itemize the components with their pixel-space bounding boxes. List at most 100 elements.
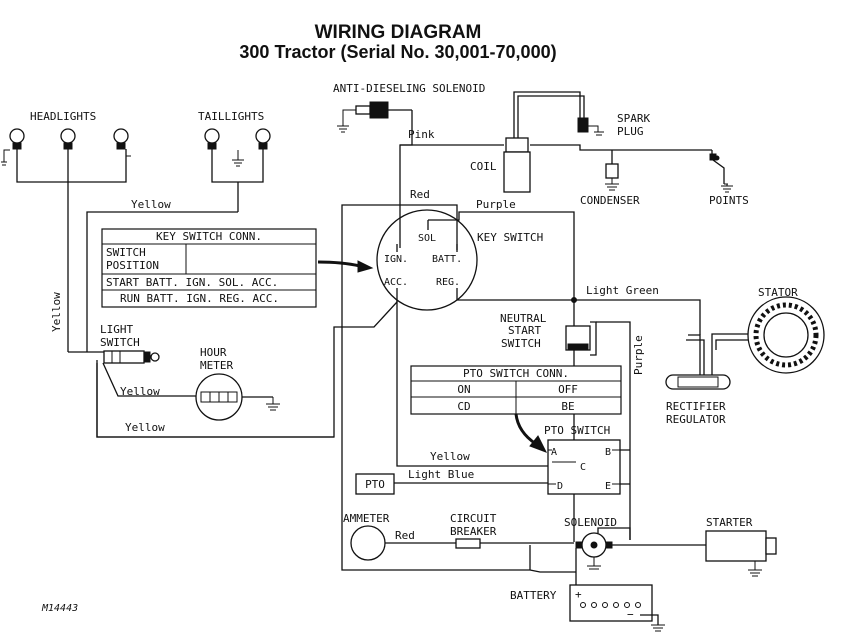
key-table-arrow: [317, 260, 374, 273]
purple-wire: [428, 211, 575, 542]
purple-wire-label: Purple: [476, 198, 516, 211]
neutral-label-2: START: [508, 324, 541, 337]
key-table-row-run: RUN BATT. IGN. REG. ACC.: [120, 292, 279, 305]
pto-terminal-e: E: [605, 481, 611, 492]
light-switch-label-1: LIGHT: [100, 323, 133, 336]
ammeter: AMMETER: [343, 512, 456, 561]
ign-to-pto-wire: [396, 300, 548, 467]
key-terminal-sol: SOL: [418, 233, 436, 244]
pto-terminal-d: D: [557, 481, 563, 492]
yellow-meter-wire: [102, 362, 196, 397]
yellow-pto-label: Yellow: [430, 450, 470, 463]
key-terminal-batt: BATT.: [432, 254, 462, 265]
headlights-label: HEADLIGHTS: [30, 110, 96, 123]
pto-table-on: ON: [457, 383, 470, 396]
rectifier-label-2: REGULATOR: [666, 413, 726, 426]
taillights-label: TAILLIGHTS: [198, 110, 264, 123]
pto-terminal-c: C: [580, 462, 586, 473]
coil-to-points-wire: [530, 144, 712, 151]
key-terminal-ign: IGN.: [384, 254, 408, 265]
anti-dieseling-label: ANTI-DIESELING SOLENOID: [333, 82, 485, 95]
coil: COIL: [470, 91, 585, 193]
headlights: HEADLIGHTS: [1, 110, 131, 352]
points: POINTS: [709, 150, 749, 207]
battery-label: BATTERY: [510, 589, 557, 602]
pto-clutch: PTO: [355, 473, 548, 495]
pto-terminal-a: A: [551, 447, 557, 458]
stator-label: STATOR: [758, 286, 798, 299]
rectifier-regulator: RECTIFIER REGULATOR: [665, 334, 731, 426]
figure-code: M14443: [41, 603, 78, 614]
acc-to-light-switch-wire: [96, 296, 398, 438]
pto-table-be: BE: [561, 400, 574, 413]
key-switch-table: KEY SWITCH CONN. SWITCH POSITION START B…: [101, 228, 317, 308]
points-label: POINTS: [709, 194, 749, 207]
breaker-label-1: CIRCUIT: [450, 512, 497, 525]
key-terminal-acc: ACC.: [384, 277, 408, 288]
light-switch-label-2: SWITCH: [100, 336, 140, 349]
stator: STATOR: [711, 286, 825, 374]
pto-table-title: PTO SWITCH CONN.: [463, 367, 569, 380]
taillights: TAILLIGHTS: [198, 110, 271, 212]
diagram-subtitle: 300 Tractor (Serial No. 30,001-70,000): [239, 42, 556, 62]
ammeter-to-battery-wire: [341, 545, 576, 573]
spark-plug: SPARK PLUG: [577, 112, 650, 138]
solenoid-label: SOLENOID: [564, 516, 617, 529]
yellow-top-label: Yellow: [131, 198, 171, 211]
circuit-breaker: CIRCUIT BREAKER: [450, 512, 574, 549]
key-switch: SOL IGN. BATT. ACC. REG. KEY SWITCH: [376, 209, 543, 311]
hour-meter-label-1: HOUR: [200, 346, 227, 359]
pto-table-cd: CD: [457, 400, 470, 413]
pto-table-off: OFF: [558, 383, 578, 396]
neutral-label-3: SWITCH: [501, 337, 541, 350]
starter-label: STARTER: [706, 516, 753, 529]
purple-right-label: Purple: [632, 335, 645, 375]
anti-dieseling-solenoid: ANTI-DIESELING SOLENOID: [333, 82, 485, 133]
pto-switch-table: PTO SWITCH CONN. ON OFF CD BE: [410, 365, 622, 415]
yellow-left-label: Yellow: [50, 292, 63, 332]
starter-motor: STARTER: [705, 516, 777, 577]
battery-plus: +: [575, 588, 582, 601]
battery: BATTERY + −: [510, 570, 665, 632]
battery-minus: −: [627, 608, 634, 621]
coil-label: COIL: [470, 160, 497, 173]
ammeter-label: AMMETER: [343, 512, 390, 525]
condenser: CONDENSER: [580, 150, 640, 207]
light-green-label: Light Green: [586, 284, 659, 297]
headlight-bulb-1: [9, 128, 25, 150]
pink-wire-label: Pink: [408, 128, 435, 141]
breaker-label-2: BREAKER: [450, 525, 497, 538]
yellow-bottom-wire: [96, 363, 334, 438]
light-switch: LIGHT SWITCH: [68, 323, 160, 364]
pto-terminal-b: B: [605, 447, 611, 458]
red-wire: [341, 204, 458, 555]
red-bottom-label: Red: [395, 529, 415, 542]
purple-right-wire: [596, 321, 631, 540]
neutral-label-1: NEUTRAL: [500, 312, 547, 325]
hour-meter: HOUR METER: [195, 346, 280, 421]
spark-label-1: SPARK: [617, 112, 650, 125]
key-table-title: KEY SWITCH CONN.: [156, 230, 262, 243]
taillight-bulb-2: [255, 128, 271, 150]
key-table-position-2: POSITION: [106, 259, 159, 272]
diagram-title: WIRING DIAGRAM: [315, 22, 482, 43]
yellow-bottom-label: Yellow: [125, 421, 165, 434]
headlight-bulb-2: [60, 128, 76, 150]
headlight-bulb-3: [113, 128, 129, 150]
key-table-row-start: START BATT. IGN. SOL. ACC.: [106, 276, 278, 289]
condenser-label: CONDENSER: [580, 194, 640, 207]
starter-solenoid: SOLENOID: [564, 516, 706, 570]
red-wire-label: Red: [410, 188, 430, 201]
pto-switch: PTO SWITCH A B C D E: [544, 424, 630, 495]
light-green-wire: [456, 296, 701, 335]
neutral-start-switch: NEUTRAL START SWITCH: [500, 312, 597, 356]
taillight-bulb-1: [204, 128, 220, 150]
pto-table-arrow: [514, 413, 548, 453]
key-switch-label: KEY SWITCH: [477, 231, 543, 244]
pto-label: PTO: [365, 478, 385, 491]
hour-meter-label-2: METER: [200, 359, 233, 372]
spark-label-2: PLUG: [617, 125, 644, 138]
rectifier-label-1: RECTIFIER: [666, 400, 726, 413]
